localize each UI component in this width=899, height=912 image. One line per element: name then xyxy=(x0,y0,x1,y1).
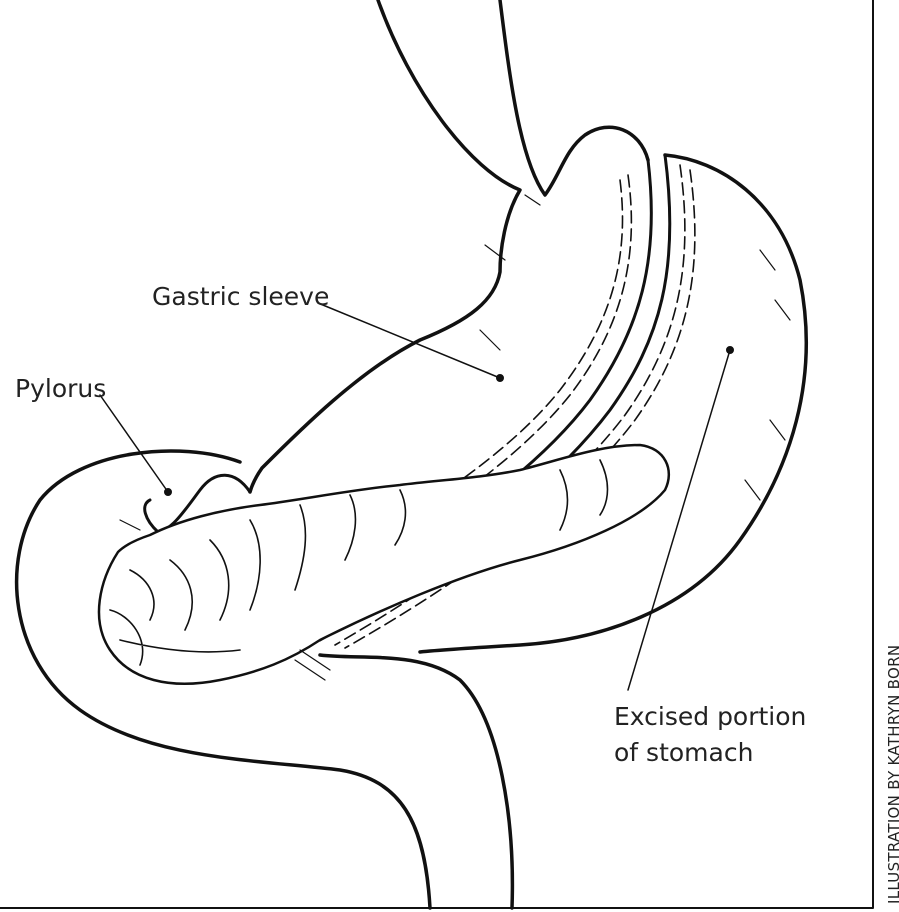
pylorus-dot xyxy=(164,488,172,496)
frame-border xyxy=(0,0,874,909)
pylorus-leader xyxy=(99,394,169,493)
hatch-marks xyxy=(119,194,791,681)
excised-dashed-2 xyxy=(344,169,696,649)
pancreas-lobules xyxy=(109,459,609,666)
excised-greater-curve xyxy=(418,153,808,654)
excised-leader xyxy=(627,349,731,691)
esophagus-right xyxy=(498,0,650,197)
duodenum-outer xyxy=(14,449,432,910)
gastric-sleeve-dot xyxy=(496,374,504,382)
excised-label-line2: of stomach xyxy=(614,738,754,767)
pylorus-curl xyxy=(143,473,252,534)
excised-label-line1: Excised portion xyxy=(614,702,807,731)
duodenum-inner xyxy=(318,653,515,910)
pylorus-label: Pylorus xyxy=(15,374,107,403)
illustration-credit: ILLUSTRATION BY KATHRYN BORN xyxy=(885,644,899,904)
sleeve-lesser-curve xyxy=(248,0,522,494)
pancreas xyxy=(97,443,671,685)
sleeve-dashed-2 xyxy=(274,179,624,596)
gastric-sleeve-leader xyxy=(317,302,501,379)
excised-dot xyxy=(726,346,734,354)
gastric-sleeve-label: Gastric sleeve xyxy=(152,282,330,311)
